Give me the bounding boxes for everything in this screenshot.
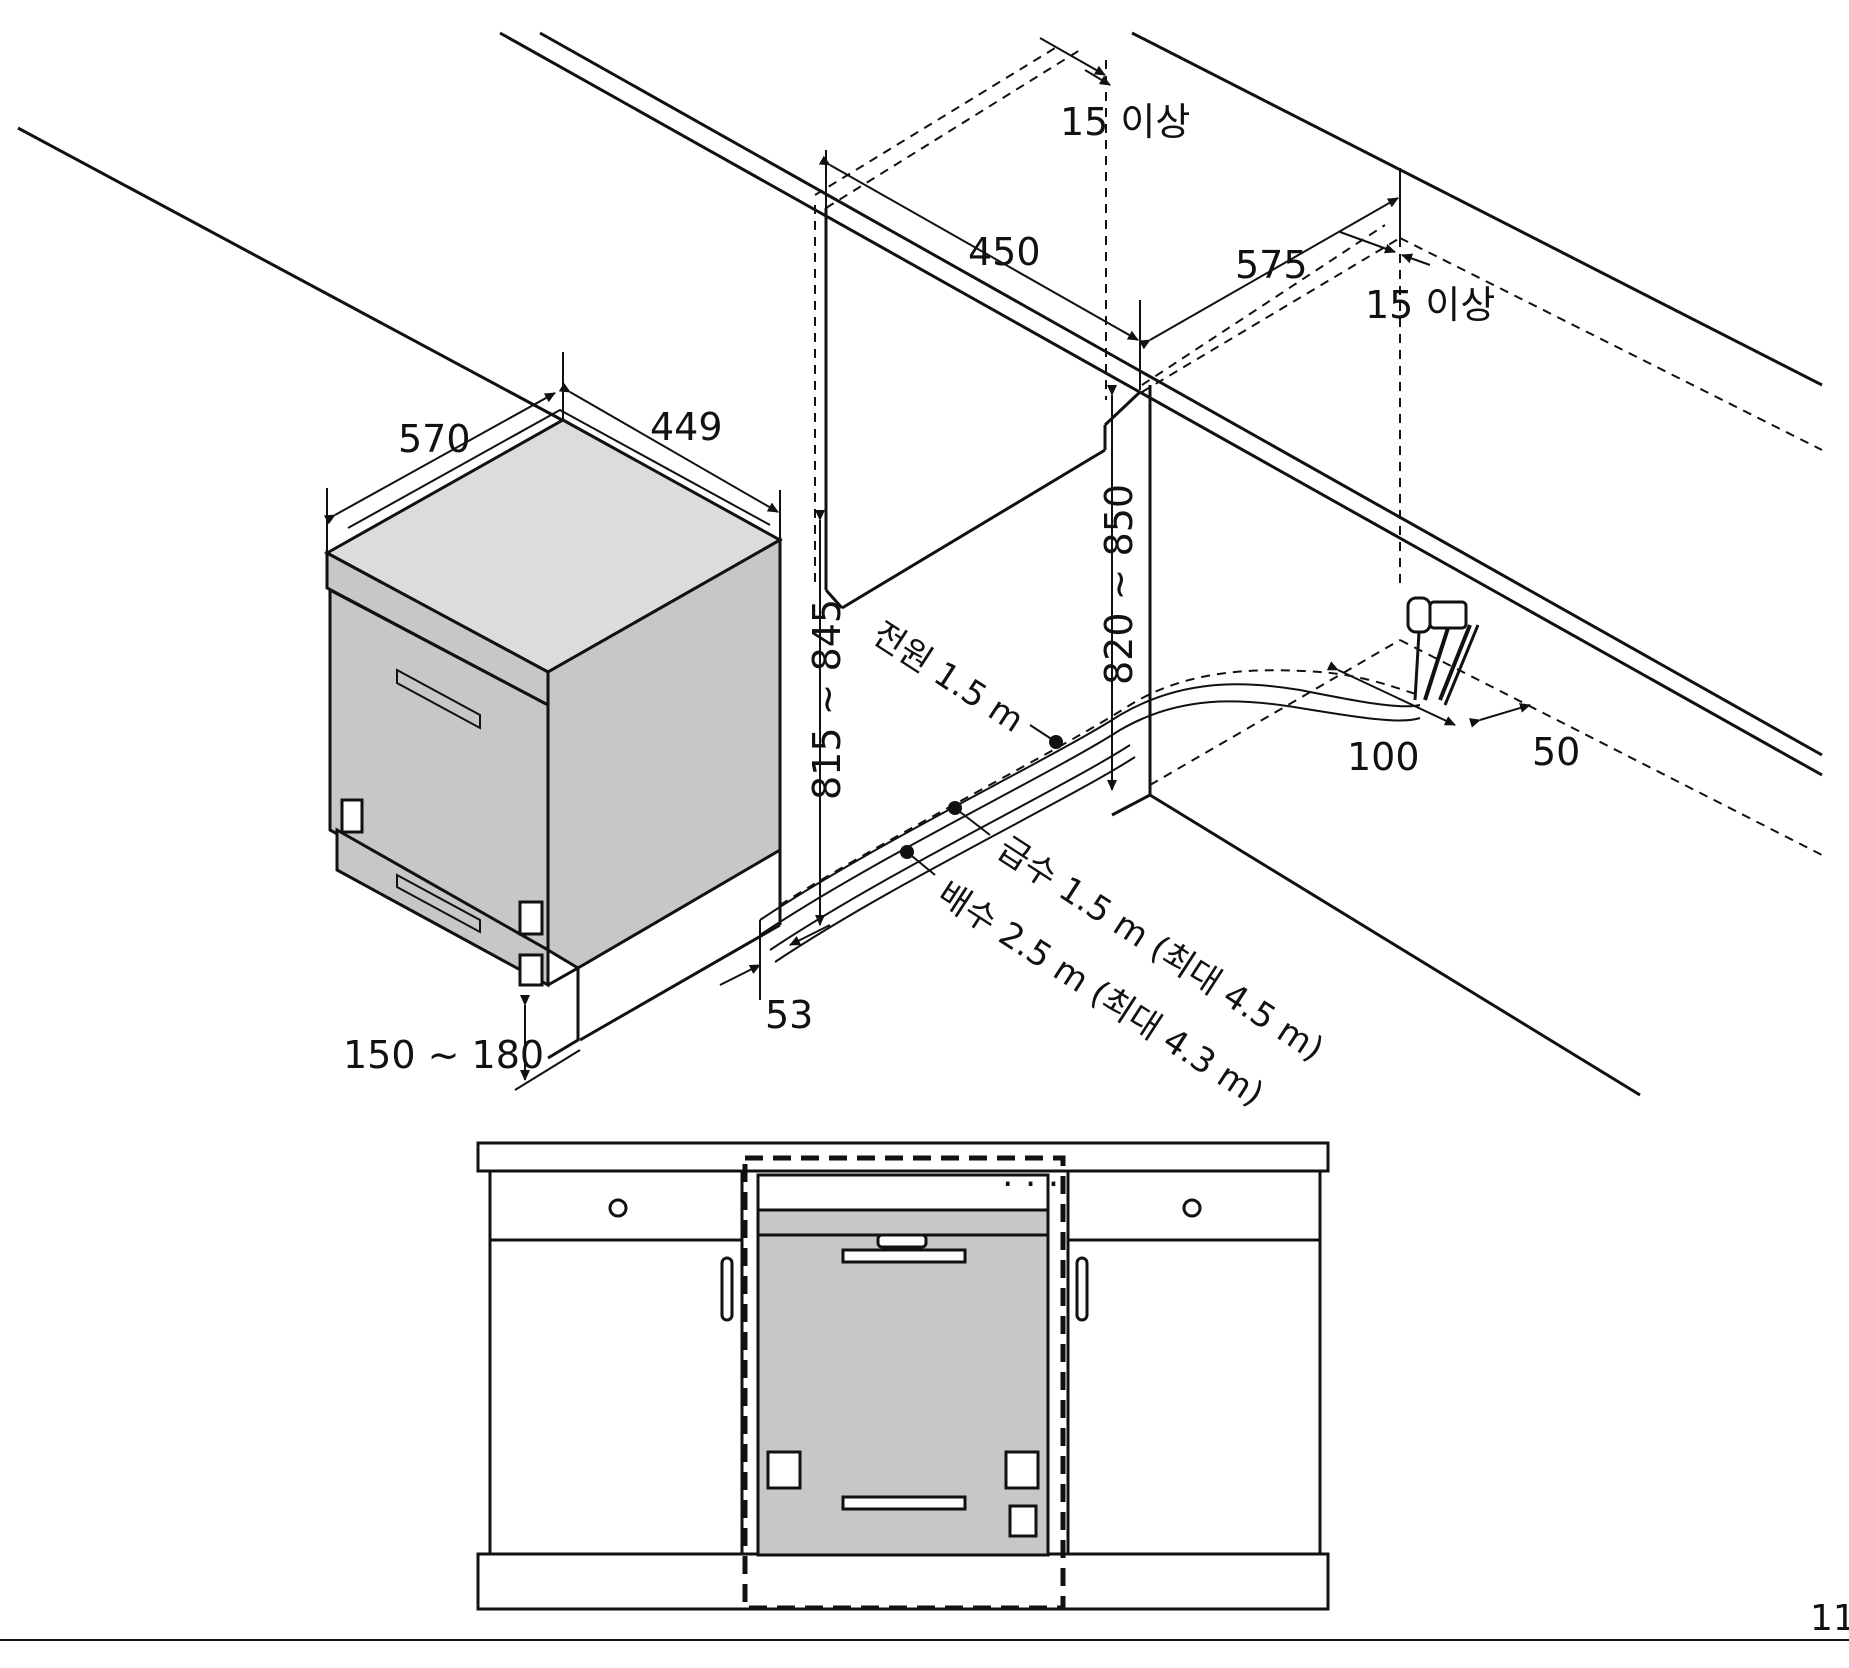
door-handle-right — [1075, 1256, 1089, 1322]
control-dots: · · · — [1002, 1164, 1059, 1205]
countertop-outline — [17, 31, 1823, 1097]
drawer-knob-left — [608, 1198, 628, 1218]
dishwasher-front: · · · — [756, 1164, 1059, 1557]
page-number: 11 — [1810, 1598, 1849, 1639]
label-unit-width: 449 — [650, 405, 723, 449]
dimension-lines — [323, 37, 1531, 1091]
drawer-knob-right — [1182, 1198, 1202, 1218]
label-service-width: 100 — [1347, 735, 1420, 779]
installation-outline — [742, 1155, 1066, 1611]
dishwasher-isometric — [323, 408, 784, 1060]
label-plinth-offset: 53 — [765, 993, 813, 1037]
water-tap-and-socket — [1406, 596, 1480, 706]
front-view: · · · — [476, 1141, 1330, 1611]
niche-outline — [814, 44, 1823, 856]
isometric-view: 15 이상 450 575 15 이상 570 449 815 ~ 845 82… — [17, 31, 1823, 1115]
label-unit-depth: 570 — [398, 417, 471, 461]
label-clearance-right: 15 이상 — [1365, 283, 1495, 327]
label-service-depth: 50 — [1532, 730, 1580, 774]
door-handle-left — [720, 1256, 734, 1322]
label-clearance-top: 15 이상 — [1060, 100, 1190, 144]
label-plinth-height: 150 ~ 180 — [343, 1033, 544, 1077]
label-power-cord: 전원 1.5 m — [865, 614, 1031, 741]
label-unit-height: 815 ~ 845 — [805, 599, 849, 800]
label-opening-depth: 450 — [968, 230, 1041, 274]
label-opening-width: 575 — [1235, 243, 1308, 287]
label-opening-height: 820 ~ 850 — [1097, 484, 1141, 685]
